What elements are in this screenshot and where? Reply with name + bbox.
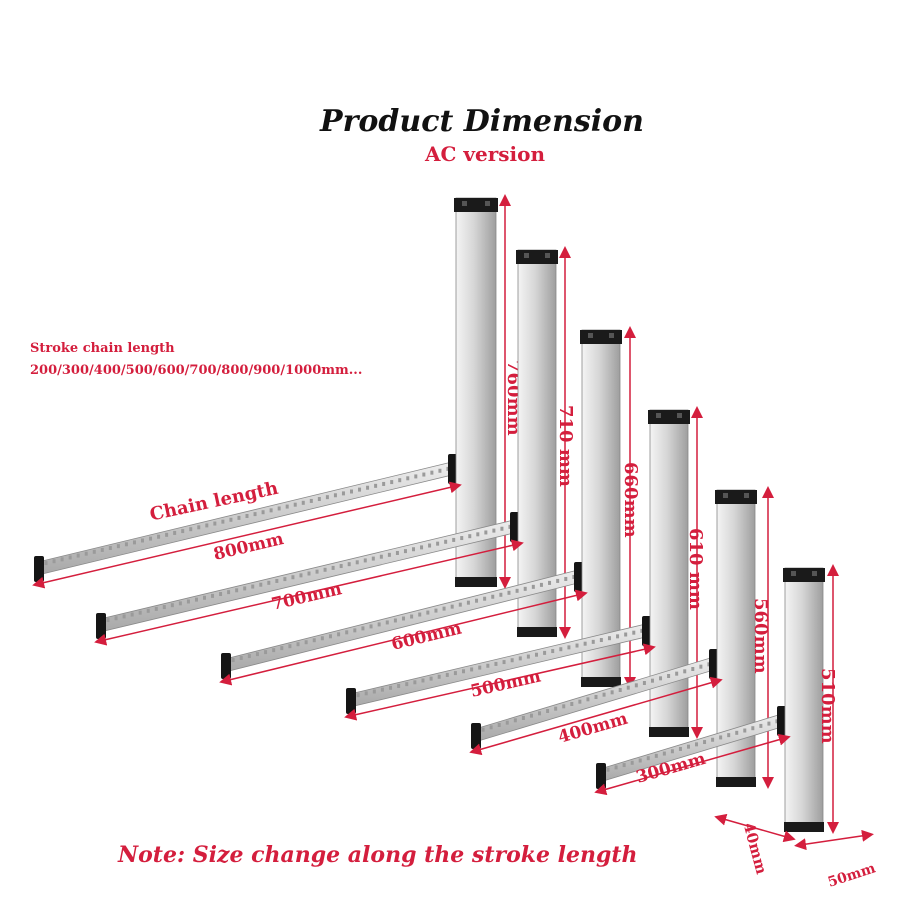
actuator-column: [517, 249, 557, 636]
chain-end-bracket: [346, 688, 356, 714]
chain-dimension-line: [219, 589, 588, 686]
height-label: 610 mm: [685, 528, 706, 610]
stroke-info-values: 200/300/400/500/600/700/800/900/1000mm..…: [30, 363, 363, 378]
bottom-cap: [517, 627, 557, 637]
width-label: 50mm: [826, 860, 878, 890]
height-label: 660mm: [620, 462, 641, 538]
chain-end-bracket: [34, 556, 44, 582]
top-cap: [516, 250, 558, 264]
top-cap: [580, 330, 622, 344]
page-subtitle: AC version: [424, 142, 546, 166]
chain-dimension-line: [594, 733, 791, 796]
bottom-cap: [455, 577, 497, 587]
bottom-cap: [581, 677, 621, 687]
width-dimension-line: [794, 829, 874, 851]
actuator-column: [455, 197, 497, 586]
stroke-info-label: Stroke chain length: [30, 341, 175, 356]
depth-label: 40mm: [740, 821, 771, 877]
top-cap: [715, 490, 757, 504]
note-text: Note: Size change along the stroke lengt…: [118, 842, 638, 868]
chain-end-bracket: [471, 723, 481, 749]
bottom-cap: [649, 727, 689, 737]
bottom-cap: [716, 777, 756, 787]
height-label: 510mm: [817, 668, 838, 744]
chain-end-bracket: [221, 653, 231, 679]
depth-dimension-line: [714, 813, 796, 843]
actuator-column: [784, 567, 824, 831]
bottom-cap: [784, 822, 824, 832]
height-label: 560mm: [750, 598, 771, 674]
top-cap: [648, 410, 690, 424]
chain-end-bracket: [596, 763, 606, 789]
page-title: Product Dimension: [320, 104, 644, 139]
stroke-info: Stroke chain length 200/300/400/500/600/…: [30, 338, 362, 382]
chain-end-bracket: [96, 613, 106, 639]
height-label: 710 mm: [555, 405, 576, 487]
top-cap: [454, 198, 498, 212]
chain-dimension-line: [469, 676, 723, 756]
top-cap: [783, 568, 825, 582]
